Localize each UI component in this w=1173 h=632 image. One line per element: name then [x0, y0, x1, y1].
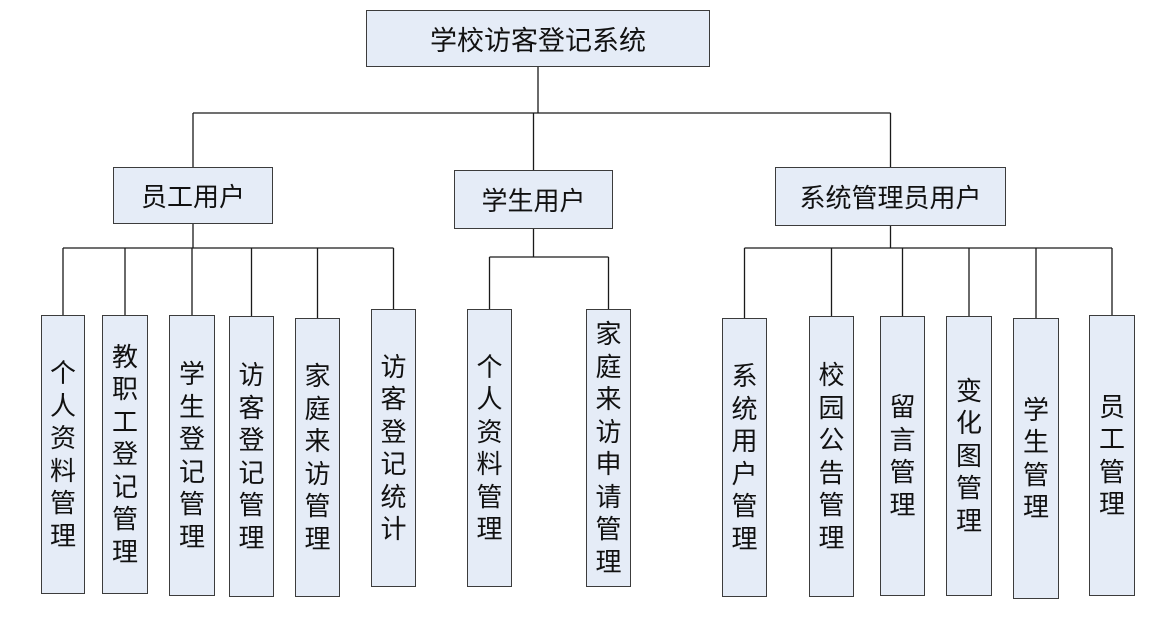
branch-node: 员工用户: [113, 167, 273, 224]
leaf-node: 访客登记管理: [229, 316, 274, 597]
leaf-node: 个人资料管理: [467, 309, 512, 587]
leaf-node: 家庭来访申请管理: [586, 309, 631, 587]
leaf-node: 学生登记管理: [169, 315, 215, 596]
leaf-node: 系统用户管理: [722, 318, 767, 597]
leaf-node: 学生管理: [1013, 318, 1059, 599]
leaf-node: 变化图管理: [946, 316, 992, 596]
root-node: 学校访客登记系统: [366, 10, 710, 67]
branch-node: 系统管理员用户: [775, 167, 1006, 226]
leaf-node: 个人资料管理: [41, 315, 85, 594]
leaf-node: 家庭来访管理: [295, 318, 340, 597]
leaf-node: 员工管理: [1089, 315, 1135, 596]
leaf-node: 留言管理: [880, 316, 925, 596]
leaf-node: 校园公告管理: [809, 316, 854, 597]
leaf-node: 访客登记统计: [371, 309, 416, 587]
leaf-node: 教职工登记管理: [102, 315, 148, 594]
branch-node: 学生用户: [454, 170, 613, 229]
